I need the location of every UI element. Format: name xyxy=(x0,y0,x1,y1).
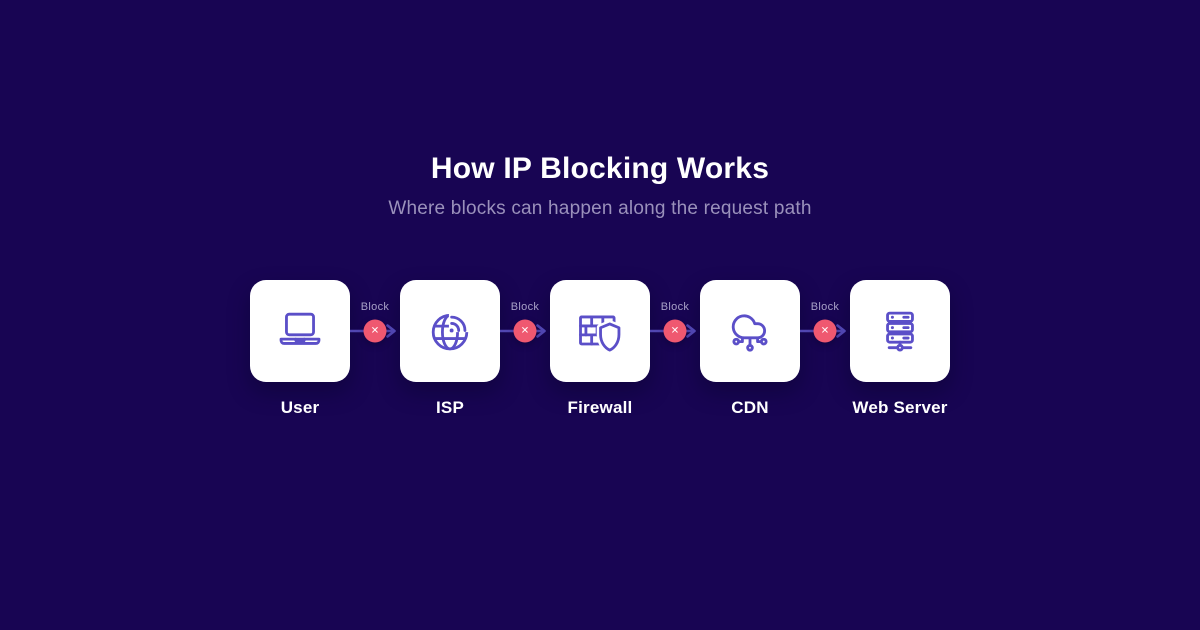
node-firewall-label: Firewall xyxy=(567,398,633,417)
header: How IP Blocking Works Where blocks can h… xyxy=(0,152,1200,220)
globe-wifi-icon xyxy=(431,309,473,351)
connector-cdn-webserver: Block ✕ xyxy=(800,280,850,382)
node-user-label: User xyxy=(280,398,320,417)
connector-user-isp: Block ✕ xyxy=(350,280,400,382)
node-cdn-label: CDN xyxy=(731,398,769,417)
node-user-card xyxy=(250,280,350,382)
node-web-server: Web Server xyxy=(850,280,950,418)
node-firewall-card xyxy=(550,280,650,382)
node-cdn-card xyxy=(700,280,800,382)
block-label: Block xyxy=(360,301,390,313)
block-x-icon: ✕ xyxy=(663,319,687,343)
connector-firewall-cdn: Block ✕ xyxy=(650,280,700,382)
node-isp-card xyxy=(400,280,500,382)
block-label: Block xyxy=(510,301,540,313)
block-x-icon: ✕ xyxy=(813,319,837,343)
node-web-server-card xyxy=(850,280,950,382)
cloud-network-icon xyxy=(731,314,768,352)
request-path-diagram: User Block ✕ xyxy=(250,280,950,418)
node-cdn: CDN xyxy=(700,280,800,418)
node-isp-label: ISP xyxy=(435,398,464,417)
laptop-icon xyxy=(279,312,321,345)
brick-wall-shield-icon xyxy=(579,315,623,354)
block-label: Block xyxy=(810,301,840,313)
page-subtitle: Where blocks can happen along the reques… xyxy=(388,198,812,219)
connector-isp-firewall: Block ✕ xyxy=(500,280,550,382)
node-firewall: Firewall xyxy=(550,280,650,418)
block-x-icon: ✕ xyxy=(363,319,387,343)
block-x-icon: ✕ xyxy=(513,319,537,343)
node-isp: ISP xyxy=(400,280,500,418)
server-stack-icon xyxy=(886,311,914,352)
page-title: How IP Blocking Works xyxy=(430,152,770,185)
node-user: User xyxy=(250,280,350,418)
block-label: Block xyxy=(660,301,690,313)
node-web-server-label: Web Server xyxy=(852,398,948,417)
